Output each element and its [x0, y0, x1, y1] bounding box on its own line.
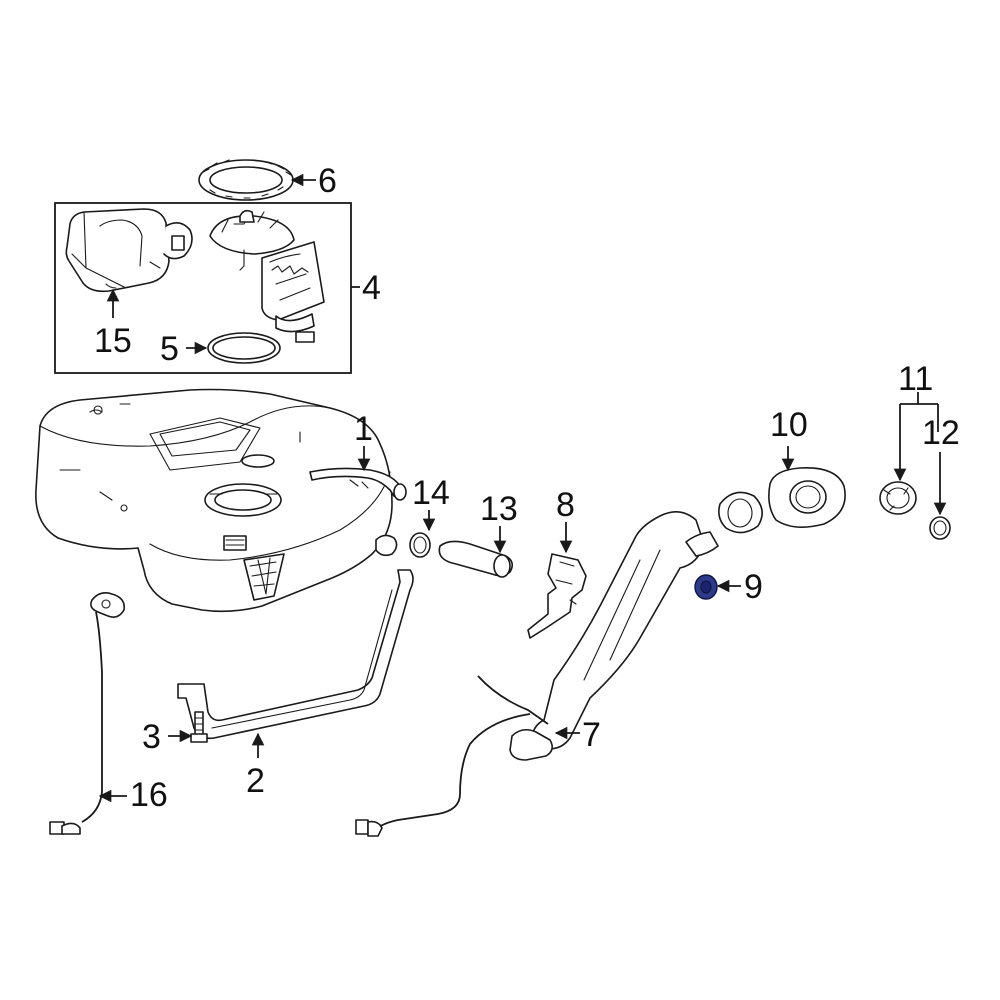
- callout-11: 11: [898, 360, 933, 398]
- callout-16: 16: [130, 776, 168, 814]
- callout-12: 12: [922, 414, 960, 452]
- callout-5: 5: [160, 330, 179, 368]
- leader-lines: [98, 173, 947, 803]
- callout-10: 10: [770, 406, 808, 444]
- lock-ring-part-6[interactable]: [198, 159, 294, 201]
- filler-pocket-part-10[interactable]: [768, 467, 846, 528]
- callout-4: 4: [362, 269, 381, 307]
- fuel-tank-part-1[interactable]: [35, 388, 398, 613]
- clamp-part-14[interactable]: [409, 532, 431, 558]
- bolt-part-3[interactable]: [190, 711, 208, 743]
- callout-15: 15: [94, 322, 132, 360]
- fuel-pump-module[interactable]: [209, 209, 325, 343]
- callout-7: 7: [582, 716, 601, 754]
- seal-ring-part-5[interactable]: [207, 332, 281, 364]
- pump-assembly-box: [54, 202, 360, 374]
- callout-labels: 1 2 3 4 5 6 7 8 9 10 11 12 13 14 15 16: [94, 162, 960, 814]
- callout-14: 14: [412, 474, 450, 512]
- callout-1: 1: [354, 410, 373, 448]
- grommet-part-9[interactable]: [694, 574, 718, 600]
- hose-part-13[interactable]: [438, 540, 514, 578]
- callout-8: 8: [556, 486, 575, 524]
- callout-3: 3: [142, 718, 161, 756]
- fuel-cap-part-11[interactable]: [879, 481, 917, 515]
- callout-9: 9: [744, 568, 763, 606]
- o-ring-part-12[interactable]: [929, 516, 951, 540]
- callout-2: 2: [246, 762, 265, 800]
- callout-13: 13: [480, 490, 518, 528]
- harness-part-16[interactable]: [49, 592, 126, 835]
- bracket-part-8[interactable]: [527, 553, 587, 639]
- callout-6: 6: [318, 162, 337, 200]
- reservoir-part-15[interactable]: [65, 208, 193, 293]
- filler-pipe-part-7[interactable]: [355, 491, 763, 837]
